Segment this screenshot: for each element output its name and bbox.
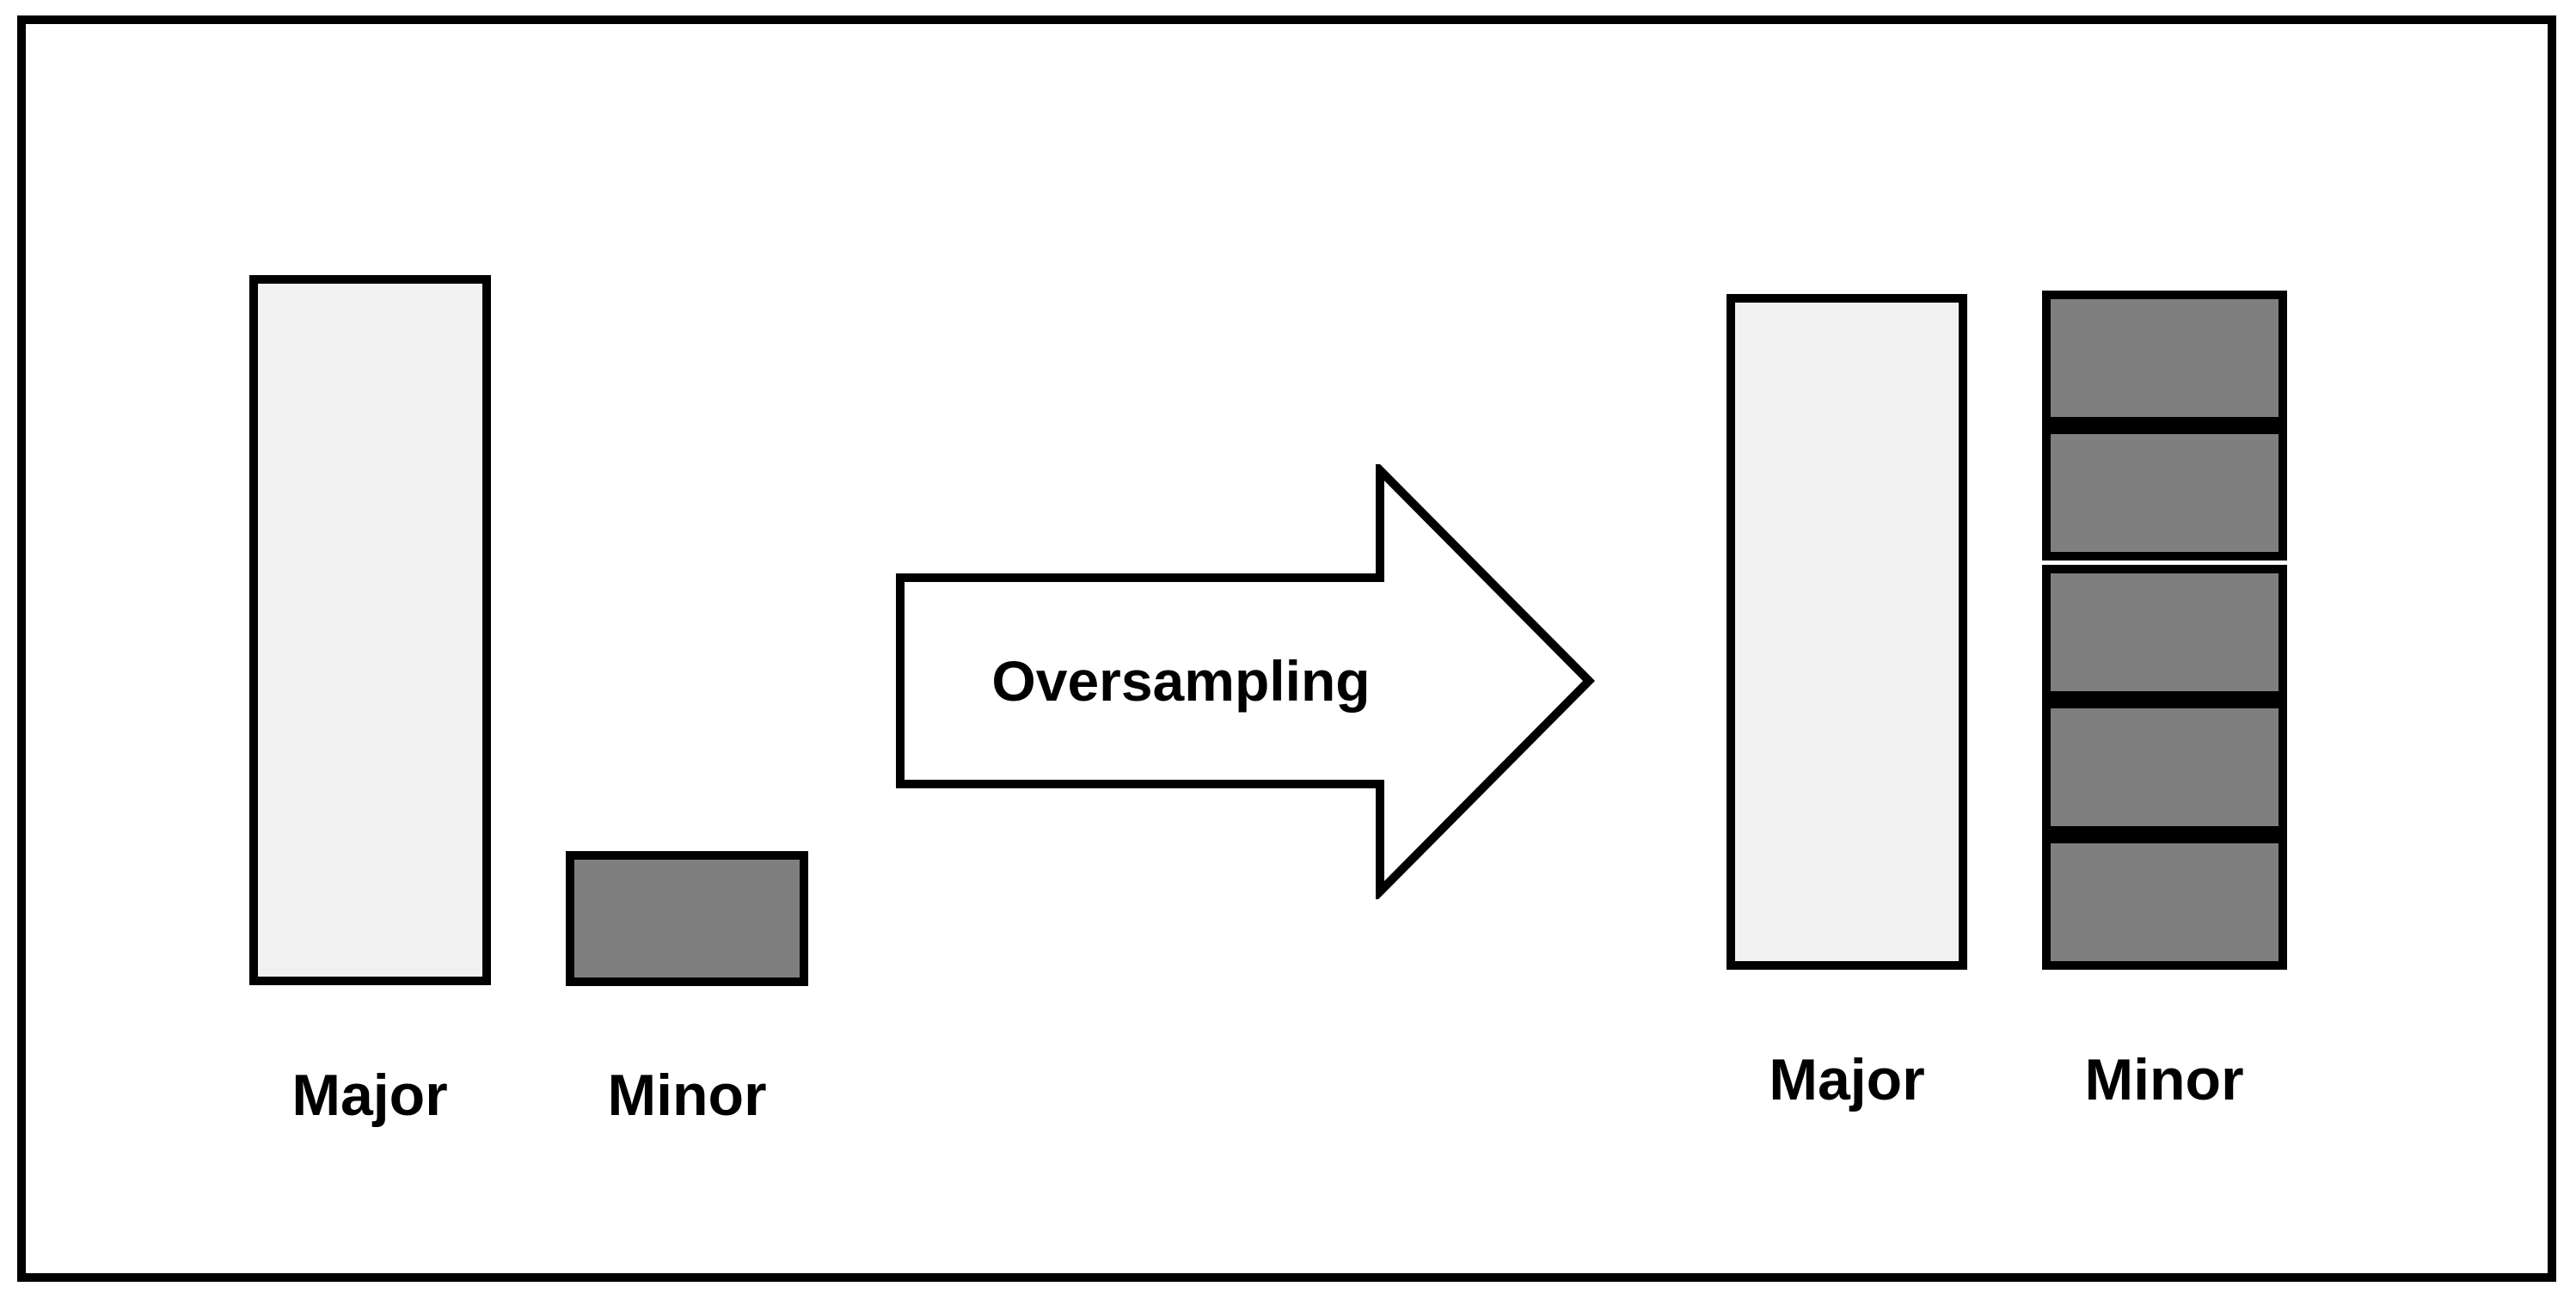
arrow-label: Oversampling: [991, 649, 1371, 713]
after-major-label: Major: [1769, 1047, 1925, 1112]
minor-sample-box: [2042, 426, 2287, 561]
before-minor-label: Minor: [607, 1063, 767, 1128]
arrow-right-icon: [896, 464, 1596, 899]
before-major-label: Major: [291, 1063, 448, 1128]
before-major-bar: [249, 275, 491, 985]
diagram-border-frame: [17, 15, 2556, 1282]
minor-sample-box: [2042, 700, 2287, 835]
after-minor-label: Minor: [2084, 1047, 2244, 1112]
minor-sample-box: [2042, 565, 2287, 700]
minor-stack: [2042, 291, 2287, 970]
after-major-bar: [1727, 294, 1967, 970]
minor-sample-box: [2042, 835, 2287, 970]
before-minor-bar: [566, 851, 808, 986]
minor-sample-box: [2042, 291, 2287, 426]
